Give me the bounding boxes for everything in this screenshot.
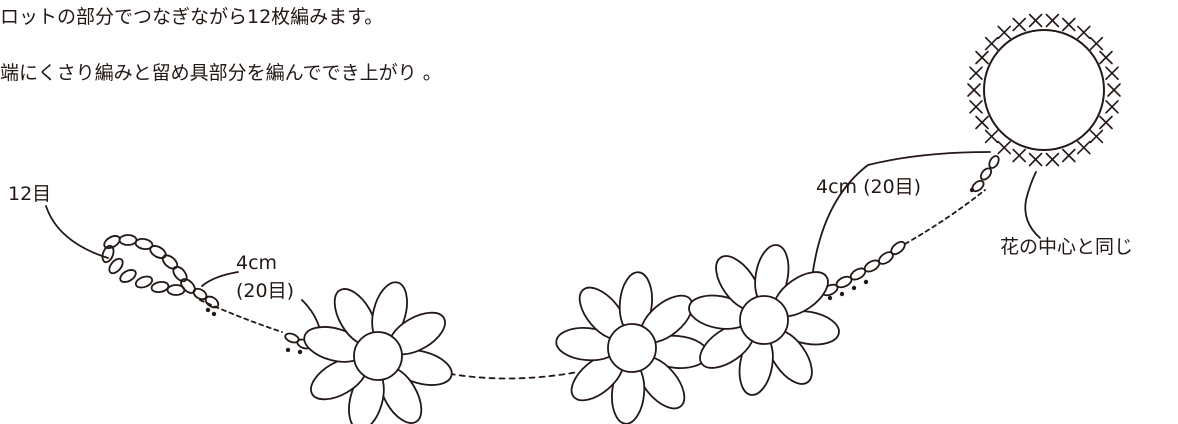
single-crochet-mark	[1099, 50, 1113, 65]
flower-center	[607, 323, 657, 373]
slip-stitch-dot	[827, 295, 833, 301]
single-crochet-mark	[1012, 148, 1026, 163]
single-crochet-mark	[975, 50, 989, 65]
slip-stitch-dot	[297, 349, 303, 355]
single-crochet-mark	[1062, 148, 1076, 163]
flower-motif	[303, 281, 453, 424]
chain-stitch	[878, 251, 894, 265]
slip-stitch-dot	[211, 311, 217, 317]
same-as-flower-center-label: 花の中心と同じ	[1000, 236, 1134, 258]
single-crochet-mark	[997, 140, 1012, 155]
chain-stitch	[108, 257, 124, 275]
single-crochet-mark	[1028, 13, 1043, 28]
left-chain-length-label: 4cm	[236, 252, 278, 274]
slip-stitch-dot	[285, 347, 291, 353]
flower-center	[353, 331, 403, 381]
single-crochet-mark	[1089, 36, 1104, 51]
instruction-line-2: 端にくさり編みと留め具部分を編んででき上がり 。	[0, 62, 442, 84]
single-crochet-mark	[1107, 83, 1121, 97]
slip-stitch-dot	[839, 291, 845, 297]
single-crochet-mark	[997, 25, 1012, 40]
dashed-chain-connector	[904, 189, 986, 245]
single-crochet-mark	[1077, 25, 1091, 40]
chain-stitch	[890, 240, 906, 256]
single-crochet-mark	[967, 83, 981, 97]
slip-stitch-dot	[205, 307, 211, 313]
starting-chain-loop	[101, 234, 220, 309]
single-crochet-mark	[1045, 152, 1060, 167]
flower-motif	[688, 244, 840, 396]
single-crochet-mark	[975, 115, 989, 130]
single-crochet-mark	[1045, 13, 1060, 28]
single-crochet-mark	[1089, 129, 1104, 144]
single-crochet-mark	[1105, 66, 1119, 80]
chain-stitch	[150, 280, 170, 294]
single-crochet-ring	[967, 13, 1121, 167]
fastener-center	[967, 13, 1121, 167]
chain-stitch	[204, 295, 220, 309]
chain-stitch	[101, 244, 115, 264]
dashed-chain-connector	[439, 371, 579, 380]
chain-stitch	[988, 155, 1000, 169]
chain-stitch	[979, 167, 993, 181]
leader-line	[201, 271, 239, 287]
single-crochet-mark	[984, 129, 999, 144]
single-crochet-mark	[1012, 17, 1026, 32]
single-crochet-mark	[1077, 140, 1091, 155]
leader-line	[45, 205, 109, 259]
single-crochet-mark	[1105, 100, 1119, 114]
chain-stitch	[118, 234, 138, 246]
loop-stitch-count-label: 12目	[8, 183, 52, 205]
slip-stitch-dot	[851, 285, 857, 291]
single-crochet-mark	[969, 66, 983, 80]
leader-line	[811, 151, 991, 279]
single-crochet-mark	[969, 100, 983, 114]
leader-line	[1024, 171, 1041, 239]
chain-stitch	[119, 269, 137, 283]
chain-stitch	[161, 254, 179, 270]
left-chain-stitch-label: (20目)	[236, 280, 295, 302]
flower-center	[739, 295, 789, 345]
slip-stitch-dots	[205, 187, 975, 355]
chain-stitch	[134, 275, 154, 289]
instruction-line-1: ロットの部分でつなぎながら12枚編みます。	[0, 6, 384, 28]
chain-stitch	[149, 245, 167, 259]
dashed-chain-connector	[199, 299, 283, 333]
right-chain-stitches	[821, 240, 906, 297]
slip-stitch-dot	[969, 187, 975, 193]
top-chain-stitches	[971, 155, 1000, 193]
single-crochet-mark	[1028, 152, 1043, 167]
flower-motif	[555, 271, 709, 424]
slip-stitch-dot	[863, 279, 869, 285]
chain-stitch	[172, 265, 188, 283]
single-crochet-mark	[1062, 17, 1076, 32]
leader-line	[301, 299, 321, 331]
chain-stitch	[166, 284, 186, 296]
single-crochet-mark	[1099, 115, 1113, 130]
single-crochet-mark	[984, 36, 999, 51]
